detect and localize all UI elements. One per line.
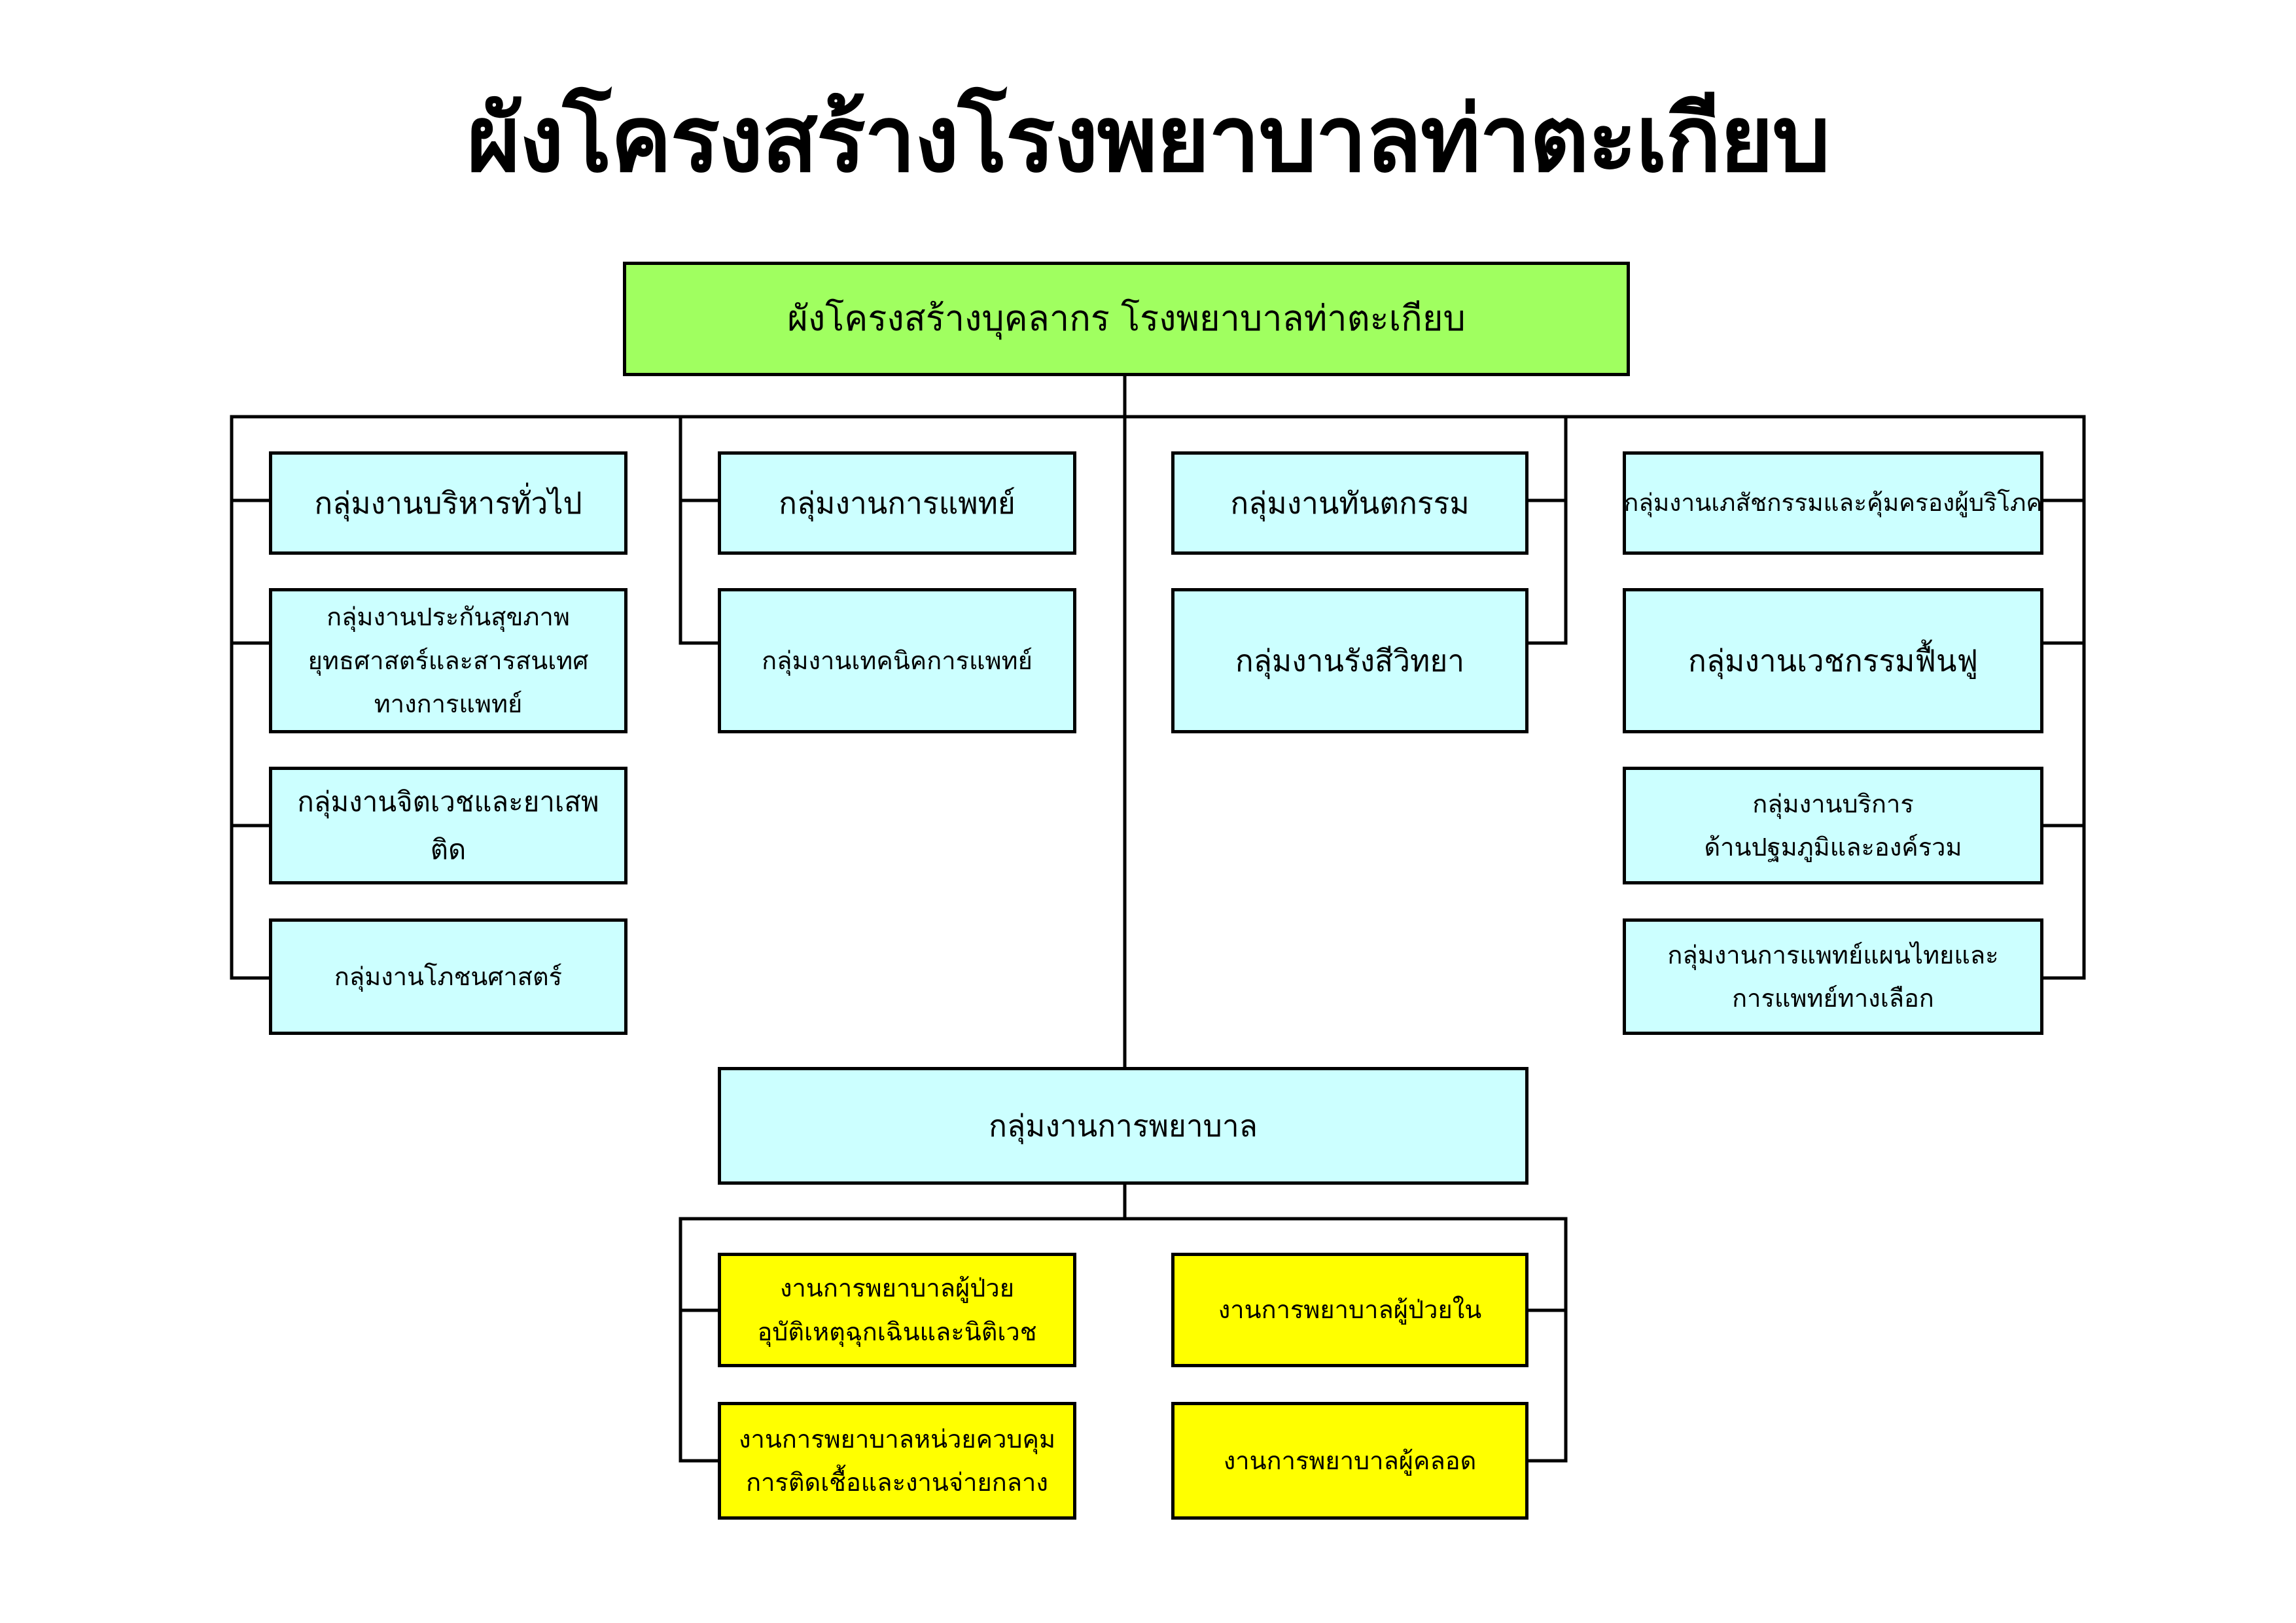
group-insurance-label-3: ทางการแพทย์	[374, 689, 523, 719]
group-rehab: กลุ่มงานเวชกรรมฟื้นฟู	[1623, 588, 2043, 733]
group-rehab-label: กลุ่มงานเวชกรรมฟื้นฟู	[1687, 642, 1979, 678]
group-primary-care-label-1: กลุ่มงานบริการ	[1752, 789, 1914, 818]
group-thai-medicine: กลุ่มงานการแพทย์แผนไทยและ การแพทย์ทางเลื…	[1623, 918, 2043, 1035]
group-insurance: กลุ่มงานประกันสุขภาพ ยุทธศาสตร์และสารสนเ…	[269, 588, 627, 733]
group-medical-label: กลุ่มงานการแพทย์	[779, 485, 1016, 521]
group-thai-medicine-label-1: กลุ่มงานการแพทย์แผนไทยและ	[1667, 940, 1999, 969]
group-nutrition-label: กลุ่มงานโภชนศาสตร์	[334, 962, 563, 991]
unit-er-nursing: งานการพยาบาลผู้ป่วย อุบัติเหตุฉุกเฉินและ…	[718, 1253, 1076, 1367]
unit-ipd-nursing: งานการพยาบาลผู้ป่วยใน	[1171, 1253, 1528, 1367]
group-insurance-label-2: ยุทธศาสตร์และสารสนเทศ	[308, 646, 589, 675]
unit-ic-label-2: การติดเชื้อและงานจ่ายกลาง	[746, 1468, 1048, 1497]
unit-ic-label-1: งานการพยาบาลหน่วยควบคุม	[739, 1424, 1055, 1454]
group-radiology-label: กลุ่มงานรังสีวิทยา	[1235, 642, 1465, 678]
top-box: ผังโครงสร้างบุคลากร โรงพยาบาลท่าตะเกียบ	[623, 262, 1630, 376]
group-nursing-label: กลุ่มงานการพยาบาล	[989, 1108, 1258, 1143]
group-admin-label: กลุ่มงานบริหารทั่วไป	[314, 485, 582, 521]
group-insurance-label-1: กลุ่มงานประกันสุขภาพ	[327, 602, 570, 632]
group-medtech-label: กลุ่มงานเทคนิคการแพทย์	[762, 646, 1033, 675]
unit-er-label-1: งานการพยาบาลผู้ป่วย	[779, 1274, 1014, 1302]
group-dental: กลุ่มงานทันตกรรม	[1171, 451, 1528, 555]
top-box-label: ผังโครงสร้างบุคลากร โรงพยาบาลท่าตะเกียบ	[787, 298, 1466, 340]
group-medtech: กลุ่มงานเทคนิคการแพทย์	[718, 588, 1076, 733]
group-primary-care-label-2: ด้านปฐมภูมิและองค์รวม	[1704, 833, 1962, 862]
group-thai-medicine-label-2: การแพทย์ทางเลือก	[1732, 984, 1934, 1013]
group-dental-label: กลุ่มงานทันตกรรม	[1230, 485, 1470, 521]
group-pharmacy-label: กลุ่มงานเภสัชกรรมและคุ้มครองผู้บริโภค	[1623, 488, 2043, 517]
group-radiology: กลุ่มงานรังสีวิทยา	[1171, 588, 1528, 733]
group-primary-care: กลุ่มงานบริการ ด้านปฐมภูมิและองค์รวม	[1623, 767, 2043, 884]
unit-ipd-label: งานการพยาบาลผู้ป่วยใน	[1218, 1295, 1482, 1325]
group-medical: กลุ่มงานการแพทย์	[718, 451, 1076, 555]
page-title: ผังโครงสร้างโรงพยาบาลท่าตะเกียบ	[467, 86, 1831, 193]
group-psych: กลุ่มงานจิตเวชและยาเสพติด	[269, 767, 627, 884]
unit-lr-nursing: งานการพยาบาลผู้คลอด	[1171, 1402, 1528, 1520]
unit-lr-label: งานการพยาบาลผู้คลอด	[1223, 1446, 1477, 1475]
group-nutrition: กลุ่มงานโภชนศาสตร์	[269, 918, 627, 1035]
group-admin: กลุ่มงานบริหารทั่วไป	[269, 451, 627, 555]
unit-ic-nursing: งานการพยาบาลหน่วยควบคุม การติดเชื้อและงา…	[718, 1402, 1076, 1520]
unit-er-label-2: อุบัติเหตุฉุกเฉินและนิติเวช	[757, 1317, 1037, 1346]
group-pharmacy: กลุ่มงานเภสัชกรรมและคุ้มครองผู้บริโภค	[1623, 451, 2043, 555]
group-psych-label: กลุ่มงานจิตเวชและยาเสพติด	[297, 785, 599, 866]
group-nursing: กลุ่มงานการพยาบาล	[718, 1067, 1528, 1185]
